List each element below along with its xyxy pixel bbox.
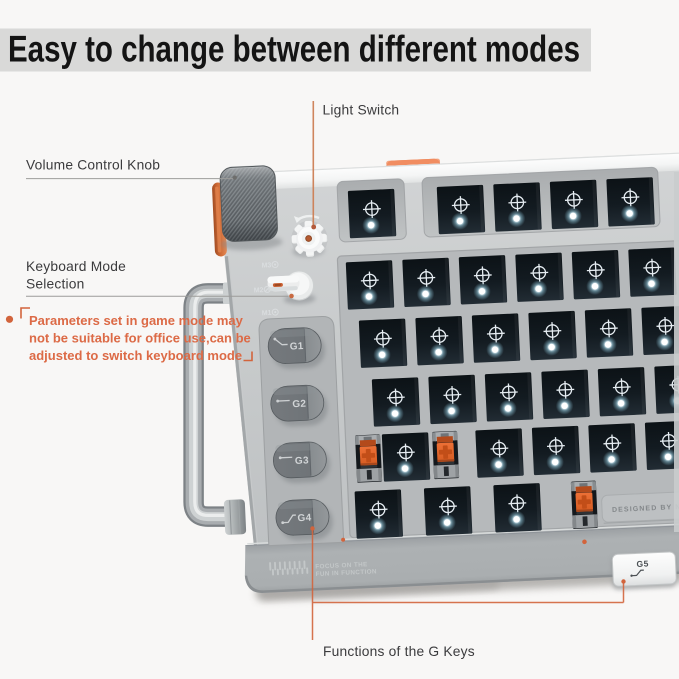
svg-text:M2: M2 — [254, 287, 264, 294]
svg-text:FUN IN FUNCTION: FUN IN FUNCTION — [316, 568, 378, 578]
svg-text:not be suitable for office use: not be suitable for office use,can be — [29, 331, 251, 346]
svg-text:Volume Control Knob: Volume Control Knob — [26, 158, 160, 173]
svg-text:DESIGNED BY NU: DESIGNED BY NU — [612, 504, 679, 514]
svg-text:G4: G4 — [297, 513, 312, 525]
svg-text:M1: M1 — [262, 310, 272, 317]
svg-text:G2: G2 — [292, 399, 307, 411]
svg-text:Parameters set in game mode ma: Parameters set in game mode may — [29, 313, 244, 328]
svg-text:Functions of the G Keys: Functions of the G Keys — [323, 644, 475, 659]
svg-text:G3: G3 — [295, 455, 310, 467]
svg-text:Light Switch: Light Switch — [323, 103, 400, 118]
svg-text:Selection: Selection — [26, 277, 85, 292]
svg-text:FOCUS ON THE: FOCUS ON THE — [315, 561, 368, 570]
svg-text:M3: M3 — [261, 262, 271, 269]
svg-text:adjusted to switch keyboard mo: adjusted to switch keyboard mode — [29, 348, 242, 363]
svg-text:Easy to change between differe: Easy to change between different modes — [8, 29, 580, 70]
svg-text:G1: G1 — [289, 341, 304, 353]
svg-text:Keyboard Mode: Keyboard Mode — [26, 259, 126, 274]
svg-text:G5: G5 — [636, 558, 649, 569]
